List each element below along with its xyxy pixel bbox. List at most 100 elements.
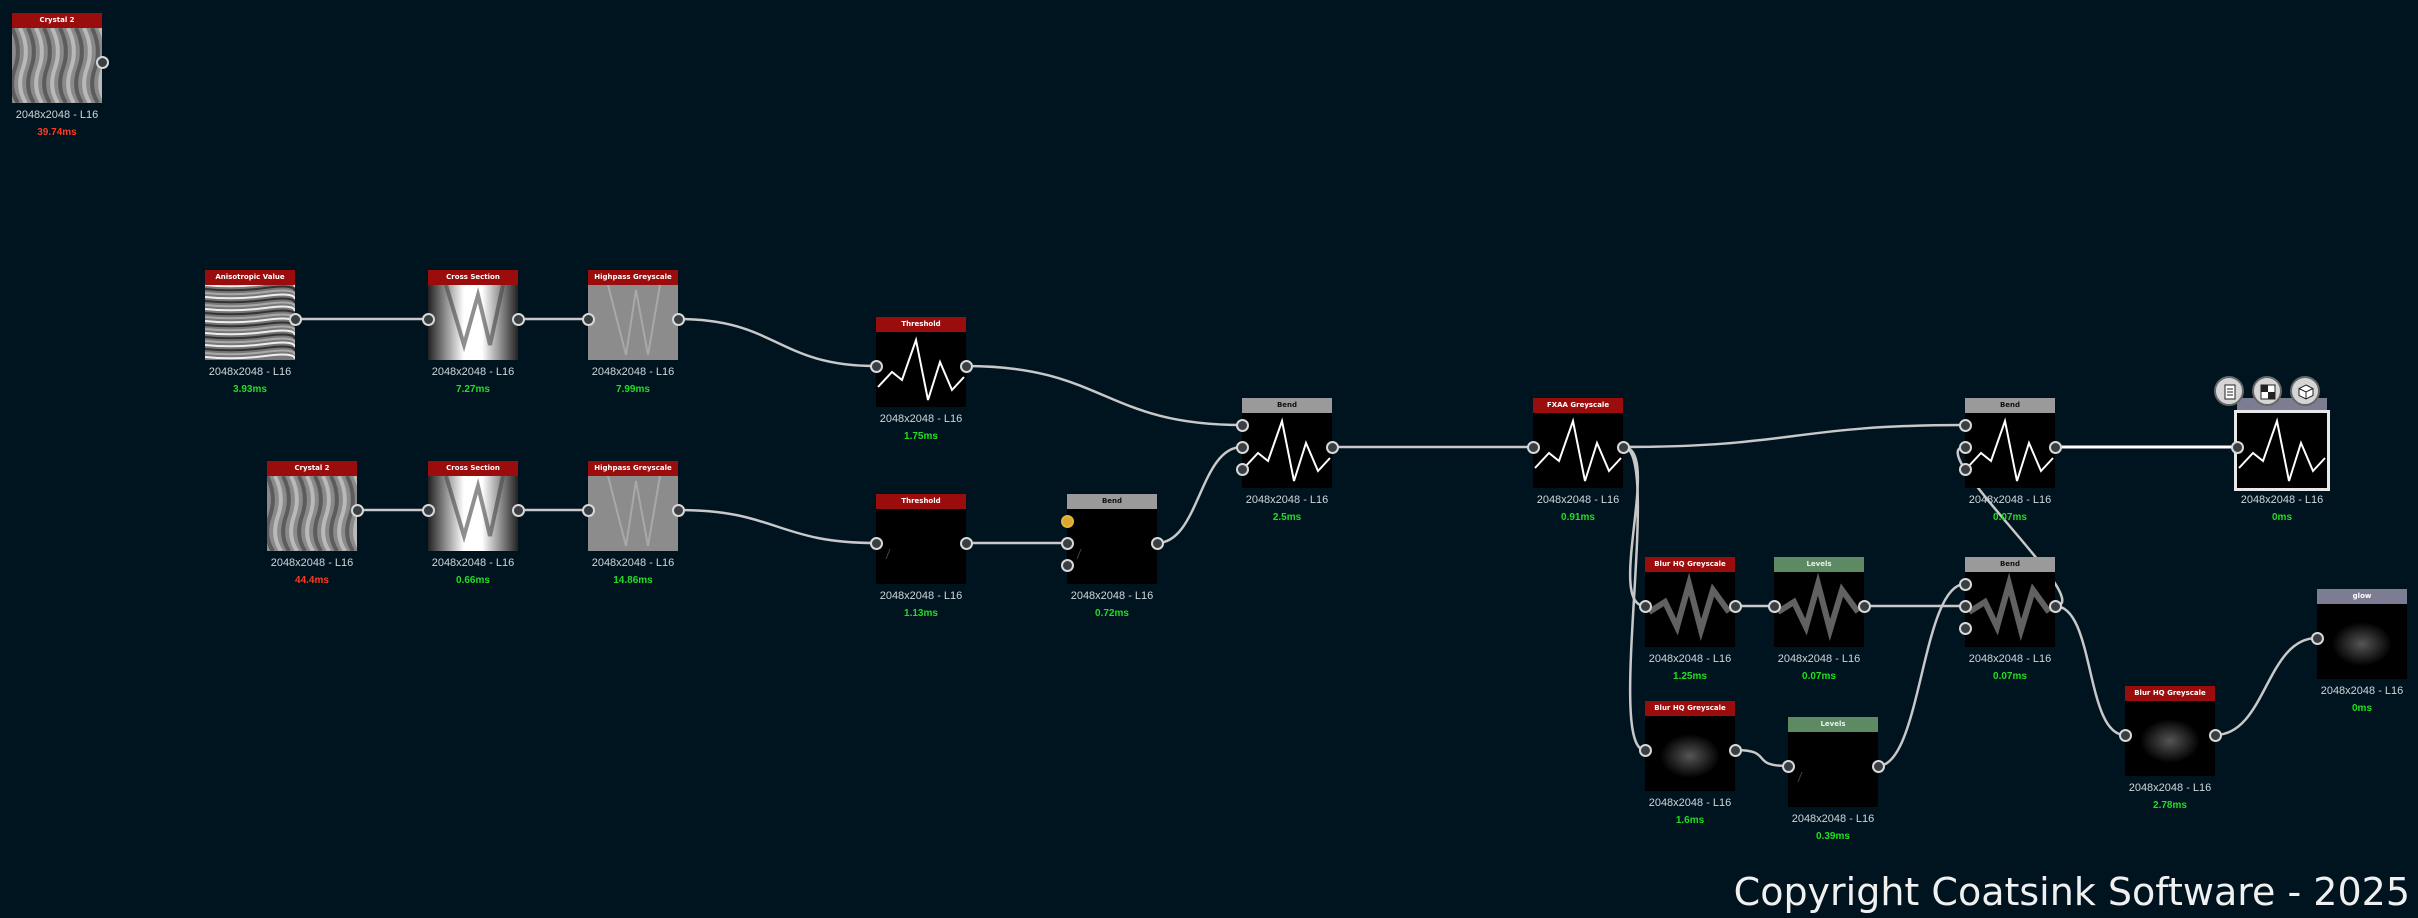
wire[interactable] [2214,636,2318,737]
node-title: Blur HQ Greyscale [2125,686,2215,701]
input-port[interactable] [1236,441,1249,454]
node-preview [876,509,966,584]
input-port[interactable] [870,360,883,373]
output-port[interactable] [512,504,525,517]
node-preview [876,332,966,407]
output-port[interactable] [960,537,973,550]
output-port[interactable] [351,504,364,517]
input-port[interactable] [1959,419,1972,432]
node-preview [1965,572,2055,647]
input-port[interactable] [1768,600,1781,613]
node-title: Levels [1774,557,1864,572]
node-title: Highpass Greyscale [588,270,678,285]
node-resolution: 2048x2048 - L16 [2320,685,2404,697]
graph-node[interactable]: glow 2048x2048 - L16 0ms [2311,589,2407,714]
node-preview [205,285,295,360]
output-port[interactable] [1858,600,1871,613]
input-port[interactable] [1061,537,1074,550]
node-preview [2317,604,2407,679]
input-port[interactable] [1639,600,1652,613]
wire[interactable] [1877,582,1966,768]
output-port[interactable] [960,360,973,373]
output-port[interactable] [1872,760,1885,773]
input-port[interactable] [870,537,883,550]
input-port[interactable] [582,313,595,326]
output-port[interactable] [672,504,685,517]
output-port[interactable] [2049,600,2062,613]
input-port[interactable] [1782,760,1795,773]
input-port[interactable] [422,313,435,326]
node-timing: 2.5ms [1272,512,1302,523]
input-port[interactable] [1959,578,1972,591]
input-port[interactable] [2231,441,2244,454]
input-port[interactable] [1959,441,1972,454]
wire[interactable] [677,317,877,368]
input-port[interactable] [1236,419,1249,432]
output-port[interactable] [672,313,685,326]
input-port[interactable] [1061,559,1074,572]
input-port[interactable] [422,504,435,517]
output-port[interactable] [1617,441,1630,454]
output-port[interactable] [1729,600,1742,613]
wire[interactable] [1956,445,2064,608]
input-port[interactable] [582,504,595,517]
wire[interactable] [677,508,877,545]
input-port[interactable] [1959,622,1972,635]
input-port[interactable] [1236,463,1249,476]
input-port[interactable] [1639,744,1652,757]
output-port[interactable] [1151,537,1164,550]
node-preview [12,28,102,103]
output-port[interactable] [1729,744,1742,757]
output-port[interactable] [512,313,525,326]
input-port[interactable] [1061,515,1074,528]
output-port[interactable] [1326,441,1339,454]
node-timing: 0.07ms [1993,512,2027,523]
node-resolution: 2048x2048 - L16 [1648,653,1732,665]
output-port[interactable] [289,313,302,326]
input-port[interactable] [1959,600,1972,613]
node-title: glow [2317,589,2407,604]
cube-icon[interactable] [2290,376,2320,406]
node-timing: 0ms [2351,703,2372,714]
output-port[interactable] [96,56,109,69]
input-port[interactable] [2119,729,2132,742]
wire[interactable] [1622,445,1646,752]
wire[interactable] [1734,748,1789,768]
output-port[interactable] [2049,441,2062,454]
node-resolution: 2048x2048 - L16 [15,109,99,121]
node-timing: 3.93ms [233,384,267,395]
input-port[interactable] [2311,632,2324,645]
input-port[interactable] [1959,463,1972,476]
checker-icon[interactable] [2252,376,2282,406]
output-port[interactable] [2209,729,2222,742]
wire[interactable] [1156,445,1243,545]
node-timing: 7.99ms [616,384,650,395]
input-port[interactable] [1527,441,1540,454]
wire[interactable] [2054,604,2126,737]
document-icon[interactable] [2214,376,2244,406]
wire[interactable] [1622,423,1966,449]
wire[interactable] [965,364,1243,427]
node-resolution: 2048x2048 - L16 [270,557,354,569]
